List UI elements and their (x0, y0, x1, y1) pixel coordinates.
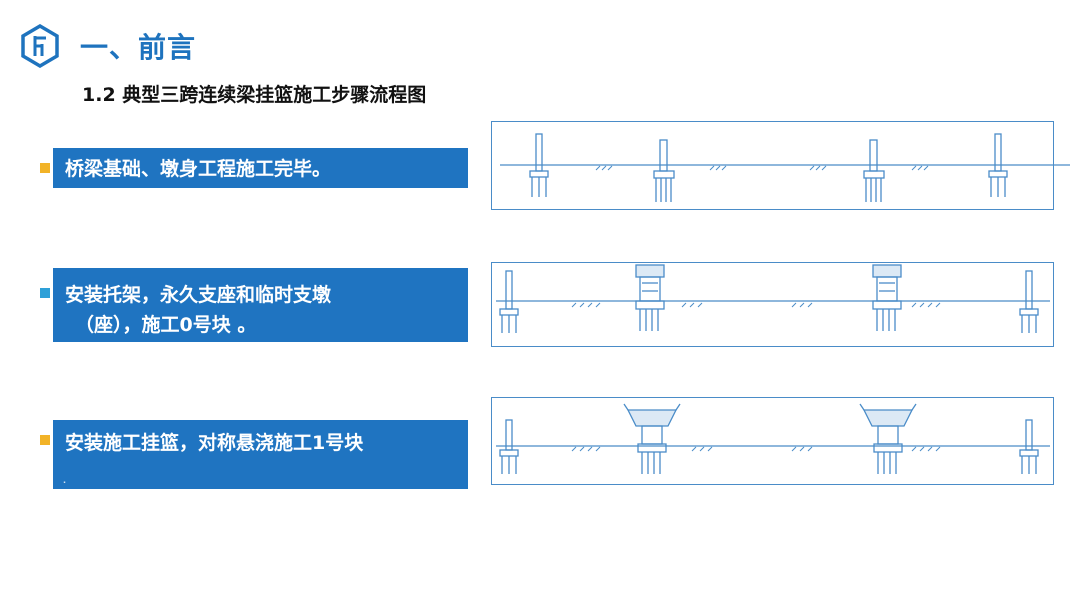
pier-icon (988, 133, 1008, 197)
pier-icon (872, 264, 902, 331)
pier-icon (499, 270, 519, 333)
hanging-basket-icon (859, 403, 917, 474)
step-2-text-line-1: 安装托架，永久支座和临时支墩 (65, 284, 332, 306)
company-logo-icon (20, 23, 60, 69)
soil-hatch-icon (571, 302, 941, 308)
diagram-step-3 (491, 397, 1054, 485)
step-3-note: . (63, 476, 67, 485)
diagram-step-2 (491, 262, 1054, 347)
step-2-card: 安装托架，永久支座和临时支墩 （座），施工0号块 。 (40, 268, 468, 342)
step-1-card: 桥梁基础、墩身工程施工完毕。 (40, 148, 468, 188)
pier-icon (635, 264, 665, 331)
step-2-text-line-2: （座），施工0号块 。 (75, 314, 257, 336)
bullet-square-icon (40, 435, 50, 445)
pier-icon (653, 139, 675, 202)
soil-hatch-icon (571, 446, 941, 452)
pier-icon (1019, 419, 1039, 474)
diagram-step-1 (491, 121, 1070, 210)
pier-icon (863, 139, 885, 202)
bullet-square-icon (40, 288, 50, 298)
pier-icon (499, 419, 519, 474)
hanging-basket-icon (623, 403, 681, 474)
step-3-card: 安装施工挂篮，对称悬浇施工1号块 . (40, 420, 468, 489)
pier-icon (1019, 270, 1039, 333)
step-1-text: 桥梁基础、墩身工程施工完毕。 (65, 158, 332, 180)
page-title: 一、前言 (80, 31, 197, 64)
bullet-square-icon (40, 163, 50, 173)
soil-hatch-icon (595, 165, 929, 171)
page-subtitle: 1.2 典型三跨连续梁挂篮施工步骤流程图 (82, 84, 427, 106)
pier-icon (529, 133, 549, 197)
step-3-text: 安装施工挂篮，对称悬浇施工1号块 (65, 432, 364, 454)
